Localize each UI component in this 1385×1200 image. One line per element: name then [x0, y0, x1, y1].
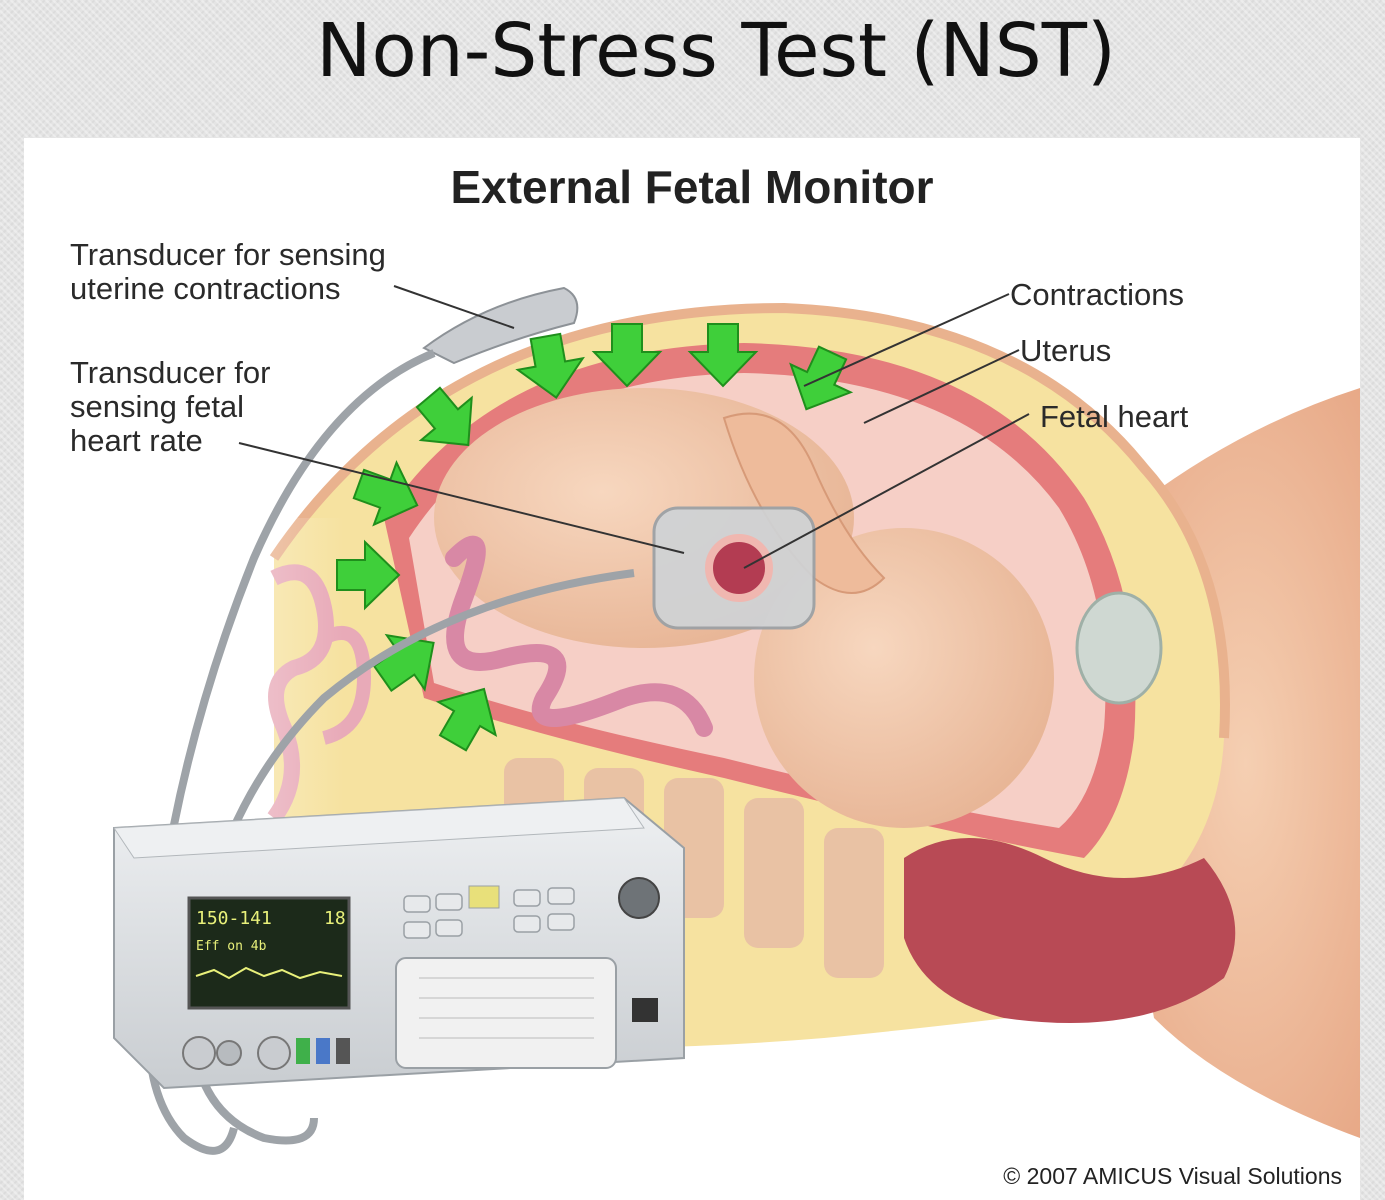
monitor-screen-line2: Eff on 4b — [196, 939, 267, 954]
label-uterus: Uterus — [1020, 333, 1112, 368]
monitor-screen-line1-right: 18 — [324, 908, 346, 929]
arrow-1 — [515, 332, 585, 399]
arrow-3 — [687, 323, 759, 388]
label-fetal-heart: Fetal heart — [1040, 399, 1189, 434]
leader-lines — [238, 285, 1030, 569]
label-contractions: Contractions — [1010, 277, 1185, 312]
diagram-title: External Fetal Monitor — [450, 161, 934, 213]
label-fetal-heart-rate-transducer: Transducer for sensing fetal heart rate — [70, 355, 271, 458]
arrow-9 — [435, 687, 498, 752]
monitor-buttons — [403, 887, 575, 939]
arrow-5 — [415, 386, 473, 447]
contraction-arrows — [336, 323, 854, 752]
pelvic-organs — [904, 838, 1236, 1023]
arrow-2 — [591, 323, 663, 388]
arrow-7 — [336, 539, 401, 611]
label-uterine-transducer: Transducer for sensing uterine contracti… — [70, 237, 386, 306]
fetal-heart — [705, 534, 773, 602]
monitor-knob — [618, 877, 660, 919]
fetal-monitor-illustration: 150-141 18 Eff on 4b — [24, 285, 1360, 1155]
monitor-screen — [187, 896, 351, 1010]
diagram-panel: 150-141 18 Eff on 4b External Fetal Moni… — [24, 138, 1360, 1200]
copyright-notice: © 2007 AMICUS Visual Solutions — [1003, 1163, 1342, 1189]
fetal-monitor-device — [113, 796, 685, 1090]
umbilical-cord — [445, 535, 713, 737]
fetal-heart-rate-transducer — [652, 506, 816, 630]
fetus-head — [754, 528, 1054, 828]
slide-title: Non-Stress Test (NST) — [316, 8, 1116, 94]
uterine-contraction-transducer — [422, 286, 579, 365]
bladder — [1075, 591, 1163, 705]
monitor-screen-line1: 150-141 — [196, 908, 272, 929]
